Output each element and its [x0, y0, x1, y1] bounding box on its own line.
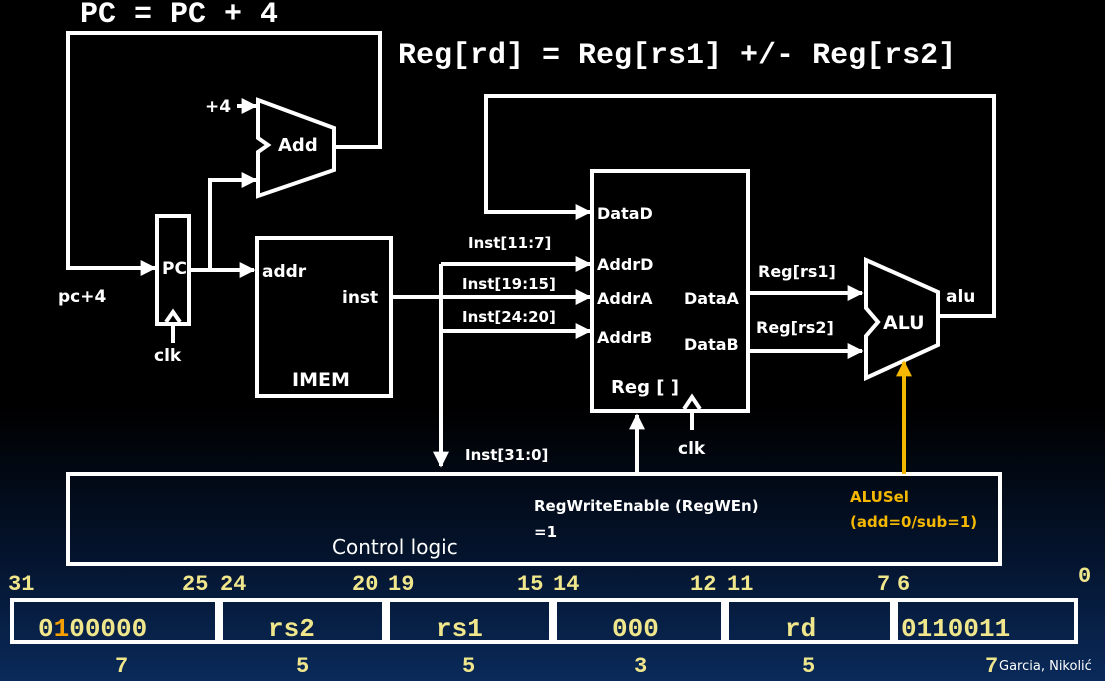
rs1-field: rs1	[436, 614, 483, 644]
width-rs2: 5	[296, 654, 309, 679]
inst-rs2-field-label: Inst[24:20]	[462, 308, 556, 326]
width-funct3: 3	[634, 654, 647, 679]
width-opcode: 7	[985, 654, 998, 679]
bit-6: 6	[897, 572, 910, 597]
regwen-value: =1	[534, 523, 557, 541]
reg-rs2-label: Reg[rs2]	[756, 318, 834, 337]
regwen-label: RegWriteEnable (RegWEn)	[534, 497, 759, 515]
width-funct7: 7	[115, 654, 128, 679]
adder	[256, 97, 336, 199]
imem-label: IMEM	[292, 369, 350, 391]
bit-24: 24	[220, 572, 246, 597]
control-logic-label: Control logic	[332, 535, 458, 559]
pc-to-adder-wire	[189, 172, 258, 272]
plus4-label: +4	[205, 97, 231, 117]
pc-clock-wedge	[164, 308, 182, 324]
encoding-fields	[10, 598, 1078, 644]
bit-15: 15	[517, 572, 543, 597]
rs1-box	[386, 598, 553, 644]
funct3-field: 000	[612, 614, 659, 644]
rd-box	[725, 598, 894, 644]
field-widths: 7 5 5 3 5 7	[115, 654, 998, 679]
opcode-box	[894, 598, 1078, 644]
bit-0: 0	[1078, 564, 1091, 589]
bit-14: 14	[553, 572, 579, 597]
regfile-datab-port: DataB	[684, 335, 739, 354]
imem-inst-port: inst	[342, 288, 378, 308]
bit-position-labels: 31 25 24 20 19 15 14 12 11 7 6 0	[8, 564, 1091, 597]
alu	[864, 256, 940, 382]
pc-plus4-label: pc+4	[58, 287, 106, 307]
bit-11: 11	[727, 572, 753, 597]
regfile-dataa-port: DataA	[684, 289, 740, 308]
alusel-value: (add=0/sub=1)	[850, 513, 977, 531]
bit-20: 20	[352, 572, 378, 597]
bit-7: 7	[877, 572, 890, 597]
alusel-label: ALUSel	[850, 488, 909, 506]
inst-all-field-label: Inst[31:0]	[465, 446, 548, 464]
rs2-box	[219, 598, 386, 644]
alu-label: ALU	[883, 312, 925, 334]
credit-text: Garcia, Nikolić	[999, 659, 1092, 674]
alu-output-label: alu	[946, 287, 975, 307]
pc-label: PC	[162, 259, 187, 279]
imem-block	[255, 236, 393, 398]
bit-31: 31	[8, 572, 34, 597]
funct3-box	[553, 598, 725, 644]
adder-label: Add	[278, 135, 318, 156]
pc-update-equation: PC = PC + 4	[80, 0, 278, 32]
rs2-field: rs2	[268, 614, 315, 644]
imem-addr-port: addr	[262, 262, 307, 282]
regfile-datad-port: DataD	[597, 204, 653, 223]
regfile-addra-port: AddrA	[597, 289, 653, 308]
pc-plus4-feedback-wire	[66, 31, 382, 276]
width-rd: 5	[802, 654, 815, 679]
opcode-field: 0110011	[901, 614, 1010, 644]
funct7-box	[10, 598, 219, 644]
reg-rs1-label: Reg[rs1]	[758, 262, 836, 281]
regfile-clock-wedge	[682, 393, 702, 411]
bit-25: 25	[182, 572, 208, 597]
rd-field: rd	[785, 614, 816, 644]
bit-12: 12	[690, 572, 716, 597]
sub-bit-highlight: 1	[54, 614, 70, 644]
pc-clk-label: clk	[154, 346, 182, 366]
reg-update-equation: Reg[rd] = Reg[rs1] +/- Reg[rs2]	[398, 39, 956, 73]
regfile-addrd-port: AddrD	[597, 255, 653, 274]
inst-rs1-field-label: Inst[19:15]	[462, 275, 556, 293]
writeback-wire	[484, 94, 996, 318]
inst-rd-field-label: Inst[11:7]	[468, 234, 551, 252]
funct7-value: 0100000	[38, 614, 147, 644]
regfile-clk-label: clk	[678, 439, 706, 459]
width-rs1: 5	[462, 654, 475, 679]
regfile-addrb-port: AddrB	[597, 328, 652, 347]
control-logic-block	[66, 472, 1002, 566]
bit-19: 19	[388, 572, 414, 597]
regfile-label: Reg [ ]	[611, 377, 679, 398]
